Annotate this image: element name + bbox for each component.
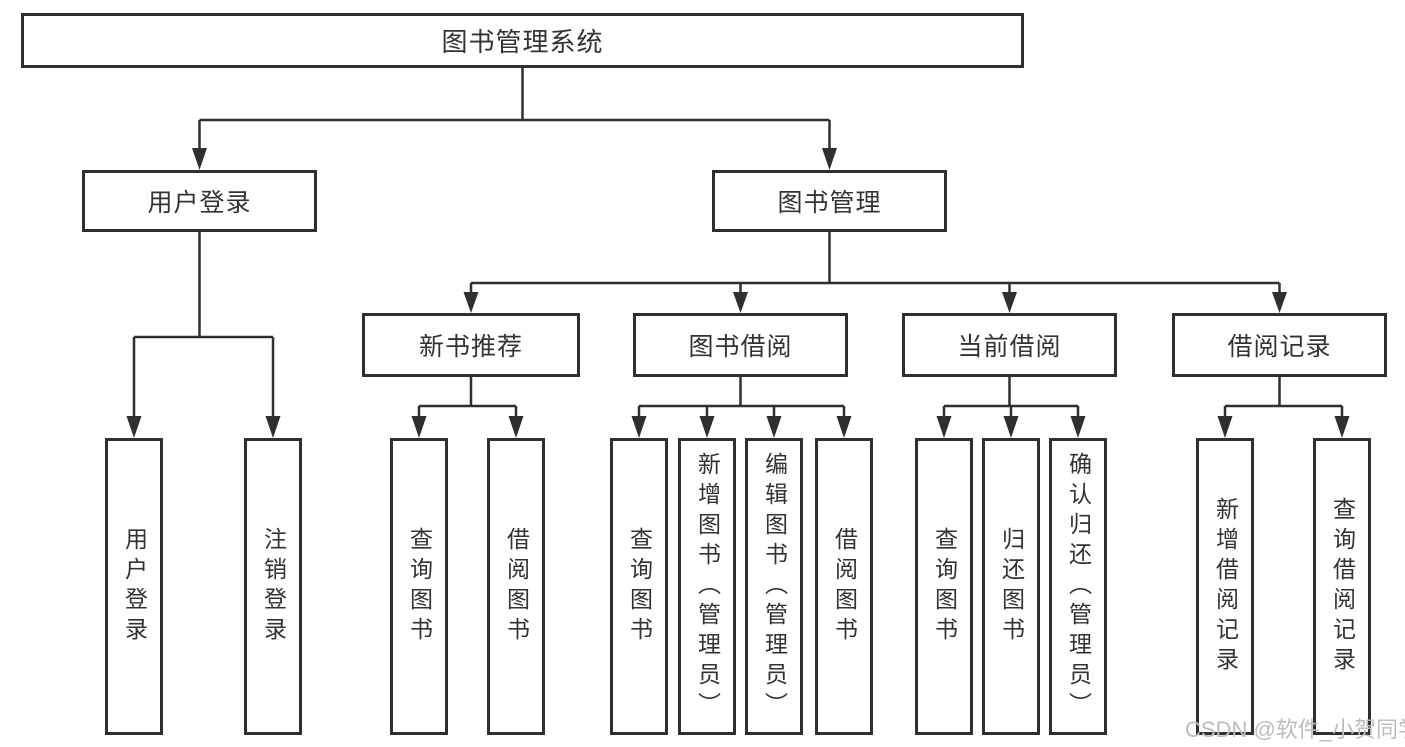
node-current-borrowing: 当前借阅 xyxy=(902,313,1117,377)
connector-book-management-children xyxy=(463,232,1287,313)
node-book-management: 图书管理 xyxy=(712,170,947,232)
node-book-borrowing: 图书借阅 xyxy=(633,313,848,377)
leaf-query-borrow-record: 查询借阅记录 xyxy=(1313,438,1371,735)
connector-borrowing-records-children xyxy=(1217,377,1350,438)
connector-new-book-recommend-children xyxy=(411,377,524,438)
node-borrowing-records: 借阅记录 xyxy=(1172,313,1387,377)
csdn-watermark: CSDN @软件_小贺同学 xyxy=(1185,717,1405,742)
leaf-add-books-admin: 新增图书（管理员） xyxy=(678,438,736,735)
node-user-login: 用户登录 xyxy=(82,170,317,232)
leaf-confirm-return-admin: 确认归还（管理员） xyxy=(1049,438,1107,735)
leaf-query-books-current: 查询图书 xyxy=(915,438,973,735)
leaf-logout: 注销登录 xyxy=(244,438,302,735)
node-new-book-recommend: 新书推荐 xyxy=(362,313,580,377)
leaf-borrow-books-borrowing: 借阅图书 xyxy=(815,438,873,735)
connector-user-login-children xyxy=(126,232,281,438)
connector-current-borrowing-children xyxy=(936,377,1086,438)
leaf-user-login: 用户登录 xyxy=(105,438,163,735)
leaf-query-books-borrowing: 查询图书 xyxy=(610,438,668,735)
leaf-borrow-books-recommend: 借阅图书 xyxy=(487,438,545,735)
leaf-add-borrow-record: 新增借阅记录 xyxy=(1196,438,1254,735)
node-library-management-system: 图书管理系统 xyxy=(21,13,1024,68)
connector-root-to-level2 xyxy=(192,68,837,170)
leaf-edit-books-admin: 编辑图书（管理员） xyxy=(745,438,803,735)
leaf-return-books: 归还图书 xyxy=(982,438,1040,735)
leaf-query-books-recommend: 查询图书 xyxy=(390,438,448,735)
connector-book-borrowing-children xyxy=(631,377,852,438)
